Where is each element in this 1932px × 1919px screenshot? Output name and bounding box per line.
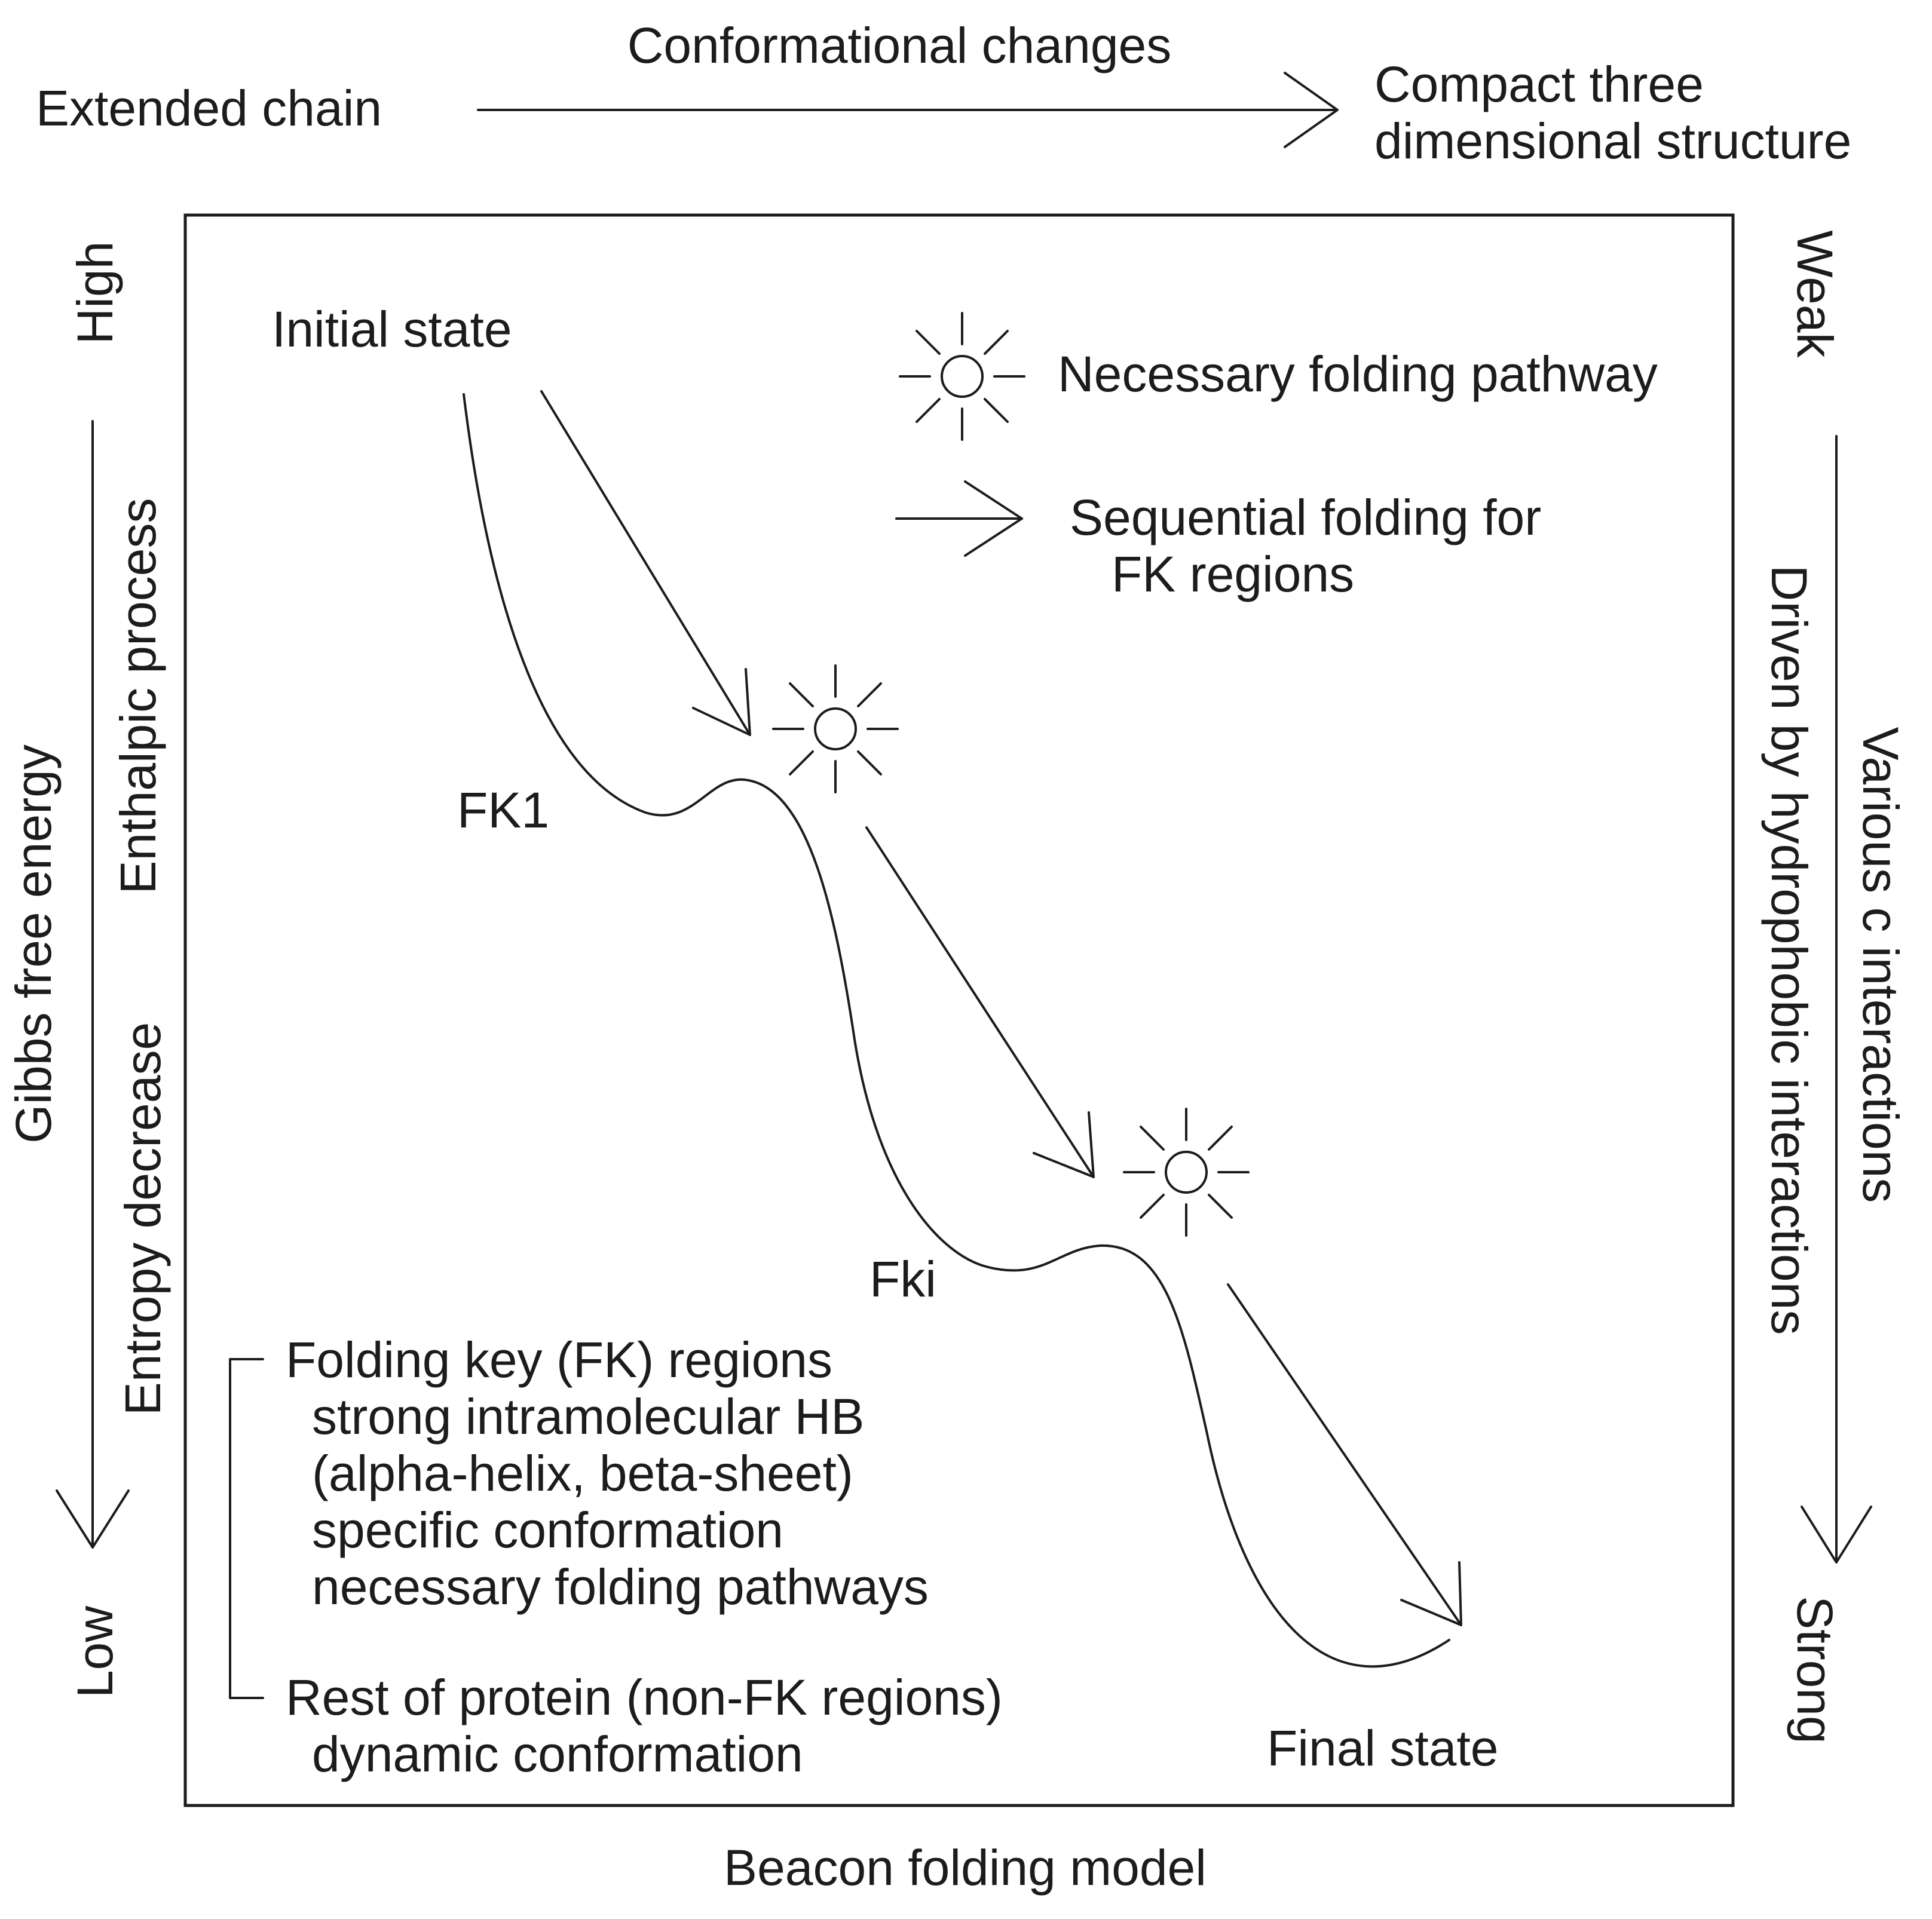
fk-region-item: necessary folding pathways — [312, 1559, 929, 1615]
folding-funnel-curve — [463, 393, 1450, 1668]
legend-beacon-icon — [899, 312, 1025, 441]
fold-arrow-3 — [1227, 1283, 1462, 1626]
interaction-strength-arrow — [1801, 435, 1872, 1564]
figure-caption: Beacon folding model — [724, 1840, 1207, 1896]
weak-label: Weak — [1787, 230, 1843, 358]
conformational-change-arrow — [477, 72, 1339, 148]
legend-beacon-label: Necessary folding pathway — [1058, 346, 1658, 402]
fk-region-item: (alpha-helix, beta-sheet) — [312, 1445, 853, 1501]
notes-bracket — [229, 1358, 264, 1699]
gibbs-free-energy-label: Gibbs free energy — [5, 744, 62, 1144]
hydrophobic-interactions-label: Driven by hydrophobic interactions — [1761, 565, 1817, 1335]
energy-down-arrow — [56, 420, 130, 1549]
rest-of-protein-item: dynamic conformation — [312, 1726, 803, 1782]
compact-structure-label-line1: Compact three — [1374, 56, 1704, 112]
low-energy-label: Low — [67, 1606, 123, 1698]
rest-of-protein-title: Rest of protein (non-FK regions) — [286, 1669, 1003, 1725]
fold-arrow-1 — [540, 390, 751, 736]
fk-region-item: specific conformation — [312, 1502, 783, 1558]
conformational-changes-label: Conformational changes — [627, 17, 1172, 73]
entropy-decrease-label: Entropy decrease — [115, 1022, 171, 1415]
final-state-label: Final state — [1267, 1720, 1499, 1776]
fk-regions-title: Folding key (FK) regions — [286, 1332, 832, 1388]
high-energy-label: High — [67, 241, 123, 345]
legend-arrow-icon — [895, 480, 1023, 557]
fki-label: Fki — [869, 1251, 936, 1307]
beacon-icon-fk1 — [772, 664, 899, 793]
extended-chain-label: Extended chain — [36, 80, 382, 136]
enthalpic-process-label: Enthalpic process — [110, 498, 166, 894]
fk-region-item: strong intramolecular HB — [312, 1388, 864, 1445]
initial-state-label: Initial state — [272, 301, 512, 357]
legend-arrow-label-line1: Sequential folding for — [1070, 489, 1541, 545]
legend-arrow-label-line2: FK regions — [1112, 546, 1354, 602]
compact-structure-label-line2: dimensional structure — [1374, 113, 1851, 169]
fold-arrow-2 — [865, 826, 1095, 1178]
fk1-label: FK1 — [457, 782, 549, 838]
strong-label: Strong — [1787, 1596, 1843, 1744]
diagram-frame — [183, 213, 1735, 1807]
various-interactions-label: Various c interactions — [1853, 727, 1909, 1203]
beacon-icon-fki — [1123, 1108, 1250, 1237]
